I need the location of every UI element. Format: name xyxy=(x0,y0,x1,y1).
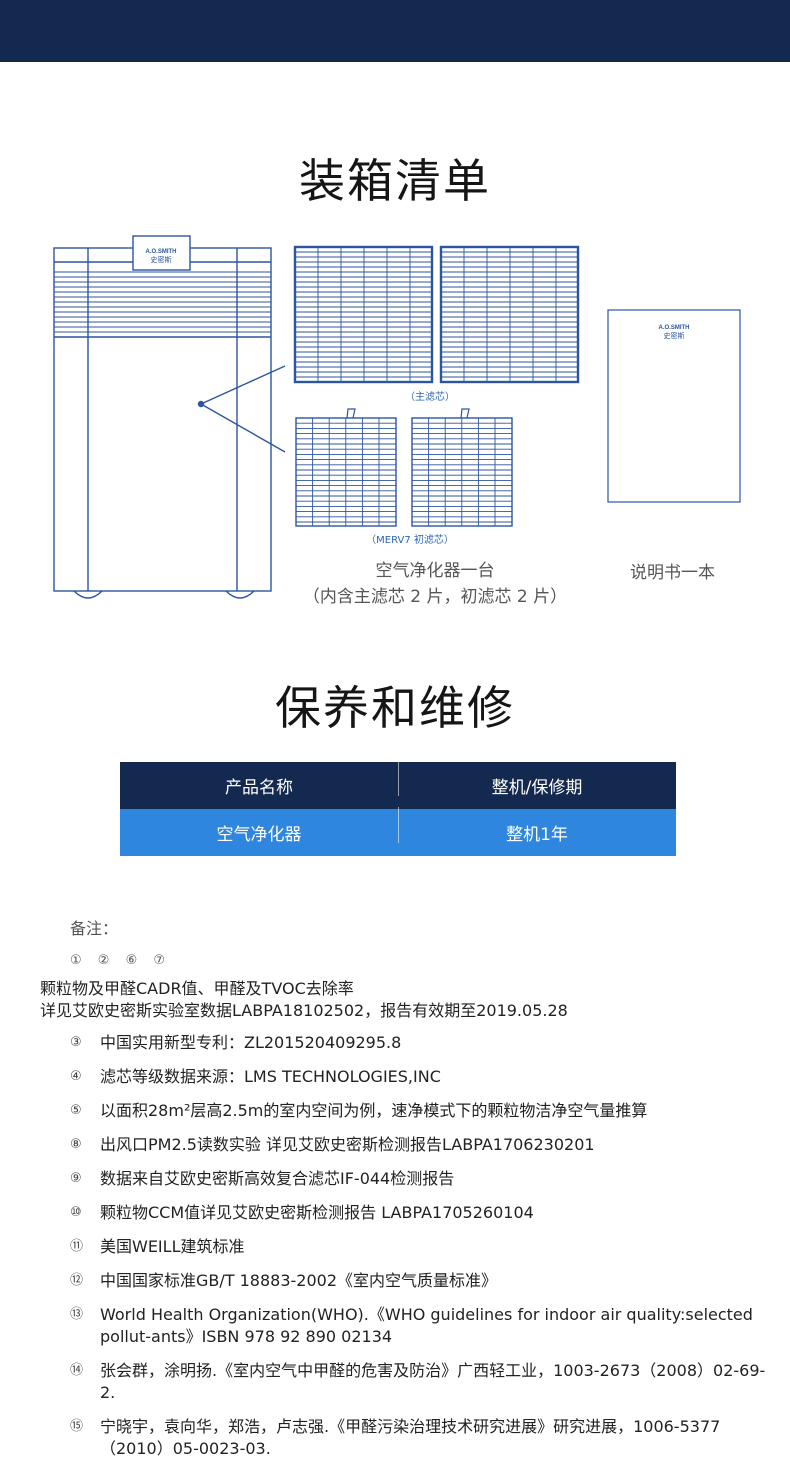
note-item: ④ 滤芯等级数据来源：LMS TECHNOLOGIES,INC xyxy=(70,1066,770,1088)
note-item: ⑪ 美国WEILL建筑标准 xyxy=(70,1236,770,1258)
notes-list: ③ 中国实用新型专利：ZL201520409295.8 ④ 滤芯等级数据来源：LMS … xyxy=(70,1032,770,1460)
brand-cn-text: 史密斯 xyxy=(151,255,172,264)
note-text: 出风口PM2.5读数实验 详见艾欧史密斯检测报告LABPA1706230201 xyxy=(100,1135,595,1154)
note-text: World Health Organization(WHO).《WHO guid… xyxy=(100,1305,753,1346)
cell-product: 空气净化器 xyxy=(216,825,302,845)
note-item: ⑤ 以面积28m²层高2.5m的室内空间为例，速净模式下的颗粒物洁净空气量推算 xyxy=(70,1100,770,1122)
manual-brand-en: A.O.SMITH xyxy=(659,325,690,331)
brand-en-text: A.O.SMITH xyxy=(146,249,177,255)
pre-filter-label: （MERV7 初滤芯） xyxy=(366,535,454,546)
note-number: ⑪ xyxy=(70,1239,84,1254)
note-number: ③ xyxy=(70,1035,82,1050)
pre-filter-drawing xyxy=(295,408,513,527)
note-number: ⑩ xyxy=(70,1205,82,1220)
note-text: 张会群，涂明扬.《室内空气中甲醛的危害及防治》广西轻工业，1003-2673（2… xyxy=(100,1361,766,1402)
note-number: ④ xyxy=(70,1069,82,1084)
note-text: 美国WEILL建筑标准 xyxy=(100,1237,245,1256)
note-number: ⑧ xyxy=(70,1137,82,1152)
note-text: 以面积28m²层高2.5m的室内空间为例，速净模式下的颗粒物洁净空气量推算 xyxy=(100,1101,648,1120)
packing-list-title: 装箱清单 xyxy=(299,154,491,208)
purifier-subcaption: （内含主滤芯 2 片，初滤芯 2 片） xyxy=(302,587,568,607)
notes-intro-line1: 颗粒物及甲醛CADR值、甲醛及TVOC去除率 xyxy=(40,979,354,998)
notes-intro: 颗粒物及甲醛CADR值、甲醛及TVOC去除率 详见艾欧史密斯实验室数据LABPA… xyxy=(40,978,770,1022)
note-item: ⑭ 张会群，涂明扬.《室内空气中甲醛的危害及防治》广西轻工业，1003-2673（… xyxy=(70,1360,770,1404)
manual-drawing xyxy=(607,309,741,503)
header-product-name: 产品名称 xyxy=(225,778,293,798)
note-text: 中国国家标准GB/T 18883-2002《室内空气质量标准》 xyxy=(100,1271,498,1290)
note-number: ⑤ xyxy=(70,1103,82,1118)
table-header-row: 产品名称 整机/保修期 xyxy=(120,760,676,809)
table-row: 空气净化器 整机1年 xyxy=(120,807,676,856)
note-item: ⑫ 中国国家标准GB/T 18883-2002《室内空气质量标准》 xyxy=(70,1270,770,1292)
note-number: ⑭ xyxy=(70,1363,84,1378)
note-number: ⑮ xyxy=(70,1419,84,1434)
note-item: ⑧ 出风口PM2.5读数实验 详见艾欧史密斯检测报告LABPA1706230201 xyxy=(70,1134,770,1156)
note-number: ⑫ xyxy=(70,1273,84,1288)
maintenance-title: 保养和维修 xyxy=(275,681,515,735)
manual-caption: 说明书一本 xyxy=(630,563,715,583)
notes-title: 备注： xyxy=(70,919,119,938)
note-text: 中国实用新型专利：ZL201520409295.8 xyxy=(100,1033,402,1052)
notes-circle-refs: ① ② ⑥ ⑦ xyxy=(70,953,172,968)
notes-section: 备注： ① ② ⑥ ⑦ 颗粒物及甲醛CADR值、甲醛及TVOC去除率 详见艾欧史… xyxy=(40,915,770,1472)
note-text: 滤芯等级数据来源：LMS TECHNOLOGIES,INC xyxy=(100,1067,441,1086)
note-text: 宁晓宇，袁向华，郑浩，卢志强.《甲醛污染治理技术研究进展》研究进展，1006-5… xyxy=(100,1417,721,1458)
note-number: ⑬ xyxy=(70,1307,84,1322)
note-item: ③ 中国实用新型专利：ZL201520409295.8 xyxy=(70,1032,770,1054)
note-text: 颗粒物CCM值详见艾欧史密斯检测报告 LABPA1705260104 xyxy=(100,1203,534,1222)
note-item: ⑬ World Health Organization(WHO).《WHO gui… xyxy=(70,1304,770,1348)
header-bar xyxy=(0,0,790,62)
header-warranty: 整机/保修期 xyxy=(398,760,676,798)
main-filter-label: （主滤芯） xyxy=(405,392,455,403)
note-item: ⑨ 数据来自艾欧史密斯高效复合滤芯IF-044检测报告 xyxy=(70,1168,770,1190)
packing-illustration: A.O.SMITH 史密斯 A.O.SMITH 史密斯 xyxy=(53,235,741,599)
warranty-table: 产品名称 整机/保修期 空气净化器 整机1年 xyxy=(120,760,676,856)
manual-brand-cn: 史密斯 xyxy=(664,331,685,340)
note-item: ⑩ 颗粒物CCM值详见艾欧史密斯检测报告 LABPA1705260104 xyxy=(70,1202,770,1224)
cell-warranty: 整机1年 xyxy=(398,807,676,845)
purifier-caption: 空气净化器一台 xyxy=(375,561,495,581)
notes-intro-line2: 详见艾欧史密斯实验室数据LABPA18102502，报告有效期至2019.05.… xyxy=(40,1001,568,1020)
note-item: ⑮ 宁晓宇，袁向华，郑浩，卢志强.《甲醛污染治理技术研究进展》研究进展，1006-… xyxy=(70,1416,770,1460)
main-filter-drawing xyxy=(293,245,580,384)
note-number: ⑨ xyxy=(70,1171,82,1186)
note-text: 数据来自艾欧史密斯高效复合滤芯IF-044检测报告 xyxy=(100,1169,455,1188)
air-purifier-drawing xyxy=(53,235,286,599)
